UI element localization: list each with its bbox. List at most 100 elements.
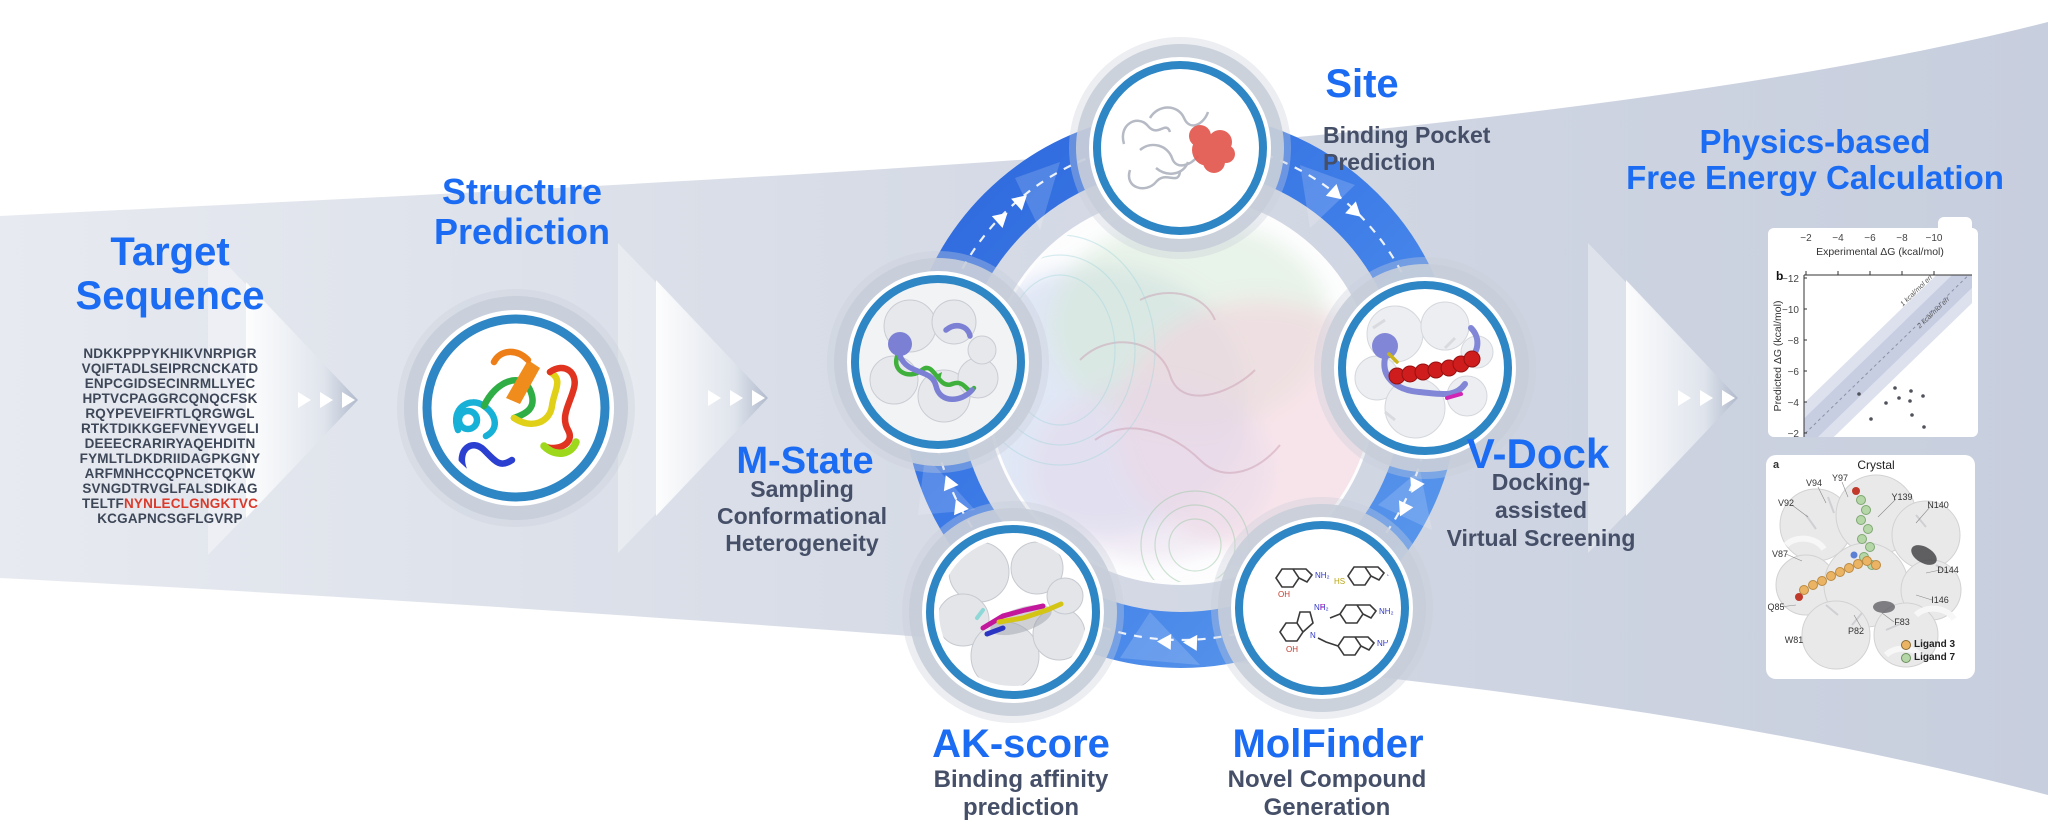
hydroxyl-label: OH [1286,645,1298,654]
error-bands [1804,275,1972,437]
structure-title-line2: Prediction [433,211,611,252]
amine-label: NH₂ [1315,571,1330,580]
x-tick: −6 [1864,233,1876,244]
mstate-desc-line3: Heterogeneity [725,530,879,556]
physics-title-line2: Free Energy Calculation [1626,159,2004,196]
flow-arrow-icon [1588,243,1738,553]
flow-arrow-icon [208,245,358,555]
residue-label: Y139 [1891,492,1913,502]
sequence-prefix: TELTF [81,496,124,511]
vdock-description: Docking- assisted Virtual Screening [1447,468,1636,552]
legend-label-ligand3: Ligand 3 [1914,639,1956,650]
residue-label: N140 [1927,500,1949,510]
residue-label: V87 [1771,549,1789,559]
sequence-line-highlighted: TELTFNYNLECLGNGKTVC [80,496,261,511]
y-axis-label: Predicted ΔG (kcal/mol) [1772,301,1784,412]
sequence-line: FYMLTLDKDRIIDAGPKGNY [79,451,261,466]
y-tick: −4 [1788,398,1800,409]
mstate-desc-line1: Sampling [750,476,854,502]
scatter-plot: −2 −4 −6 −8 −10 Experimental ΔG (kcal/mo… [1772,233,1972,437]
binding-pocket-art [1121,106,1235,190]
molfinder-desc-line1: Novel Compound [1227,766,1427,793]
akscore-title: AK-score [932,722,1110,766]
thiol-label: HS [1334,577,1345,586]
site-title: Site [1325,62,1399,106]
physics-title-line1: Physics-based [1699,123,1931,160]
sequence-line: KCGAPNCSGFLGVRP [97,511,243,526]
legend-dot-ligand3 [1901,640,1911,650]
hydroxyl-label: OH [1278,590,1290,599]
affinity-art [939,541,1086,686]
crystal-structure-panel: a Crystal V92 V94 Y97 Y139 N140 V87 D144… [1766,455,1975,679]
panel-label-a: a [1772,459,1780,471]
fluorine-label: F [1320,603,1325,612]
target-title-line2: Sequence [75,274,265,318]
akscore-desc-line2: prediction [962,794,1079,821]
site-node [1069,37,1291,259]
sequence-highlight: NYNLECLGNGKTVC [123,496,259,511]
protein-ribbon-art [453,348,580,474]
ligand3-orange [1795,551,1881,601]
vdock-node [1314,257,1536,479]
akscore-description: Binding affinity prediction [934,766,1109,822]
vdock-title: V-Dock [1466,430,1610,477]
x-tick: −2 [1800,233,1812,244]
site-description: Binding Pocket Prediction [1323,122,1490,176]
site-desc-line2: Prediction [1323,149,1436,175]
scatter-points [1857,386,1926,429]
crystal-title: Crystal [1857,458,1895,472]
x-tick: −4 [1832,233,1844,244]
y-tick-labels: −12 −10 −8 −6 −4 −2 [1782,274,1799,437]
conformation-art [869,299,999,423]
sequence-line: ARFMNHCCQPNCETQKW [84,466,256,481]
amine-label: NH₂ [1377,639,1392,648]
ligand-spheres [1388,350,1481,385]
residue-label: Q85 [1767,602,1785,612]
residue-label: I146 [1931,595,1949,605]
target-title-line1: Target [110,230,230,274]
akscore-desc-line1: Binding affinity [933,766,1109,793]
residue-label: D144 [1937,565,1959,575]
sequence-line: NDKKPPPYKHIKVNRPIGR [83,346,257,361]
sequence-line: RTKTDIKKGEFVNEYVGELI [80,421,259,436]
cycle-arrowheads [943,183,1425,651]
amine-label: NH₂ [1314,603,1329,612]
y-tick: −10 [1782,305,1799,316]
x-tick-labels: −2 −4 −6 −8 −10 [1800,233,1943,244]
y-tick: −2 [1788,429,1800,437]
residue-label: P82 [1847,626,1865,636]
molecule-sketches: NH₂ OH NH₂ HS NH₂ OH NH₂ F NH₂ N [1275,566,1396,656]
amine-label: NH₂ [1379,607,1394,616]
docking-art [1354,301,1494,439]
target-sequence-text: NDKKPPPYKHIKVNRPIGR VQIFTADLSEIPRCNCKATD… [80,346,261,526]
akscore-node [902,501,1124,723]
crystal-structure-art [1775,474,1962,670]
residue-label: Y97 [1831,473,1849,483]
free-energy-scatter-panel: −2 −4 −6 −8 −10 Experimental ΔG (kcal/mo… [1768,228,1978,437]
residue-label: F83 [1894,617,1910,627]
sequence-line: HPTVCPAGGRCQNQCFSK [82,391,258,406]
sequence-line: RQYPEVEIFRTLQRGWGL [85,406,255,421]
leader-lines [1779,481,1941,628]
pocket-highlight [1189,125,1235,173]
flow-arrow-icon [618,243,768,553]
y-tick: −12 [1782,274,1799,285]
x-axis-label: Experimental ΔG (kcal/mol) [1816,246,1944,258]
axes [1803,271,1972,437]
sequence-line: VQIFTADLSEIPRCNCKATD [81,361,259,376]
molfinder-node: NH₂ OH NH₂ HS NH₂ OH NH₂ F NH₂ N [1211,497,1433,719]
sequence-line: SVNGDTRVGLFALSDIKAG [82,481,258,496]
mstate-title: M-State [736,440,874,482]
mstate-description: Sampling Conformational Heterogeneity [717,476,887,557]
legend-dot-ligand7 [1901,653,1911,663]
vdock-desc-line3: Virtual Screening [1446,525,1636,551]
x-tick: −10 [1926,233,1943,244]
sequence-line: ENPCGIDSECINRMLLYEC [84,376,256,391]
physics-title: Physics-based Free Energy Calculation [1626,124,2004,196]
target-sequence-title: Target Sequence [76,230,265,318]
site-desc-line1: Binding Pocket [1323,122,1491,148]
structure-prediction-node [397,289,635,527]
ligand7-green [1852,487,1877,570]
